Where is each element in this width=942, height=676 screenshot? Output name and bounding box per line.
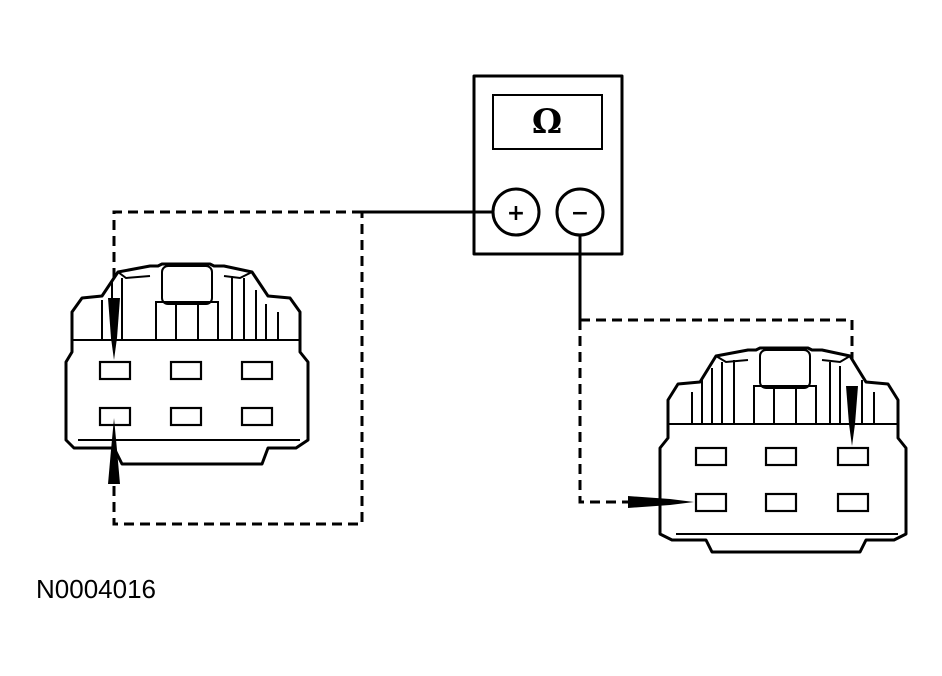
left-slot-6	[240, 406, 274, 427]
right-slot-5	[764, 492, 798, 513]
negative-terminal-label: −	[571, 201, 589, 226]
left-slot-4	[98, 406, 132, 427]
left-connector-latch	[161, 265, 213, 305]
right-connector	[578, 318, 908, 554]
right-slot-3	[836, 446, 870, 467]
left-connector-latch-block	[155, 301, 219, 341]
left-probe-top-arrow	[108, 298, 120, 360]
left-probe-bottom-arrow	[108, 418, 120, 484]
right-probe-dashed-lead	[578, 318, 854, 504]
right-slot-6	[836, 492, 870, 513]
positive-terminal-label: +	[507, 201, 525, 226]
right-slot-2	[764, 446, 798, 467]
right-connector-latch-block	[753, 385, 817, 425]
figure-id: N0004016	[36, 574, 156, 604]
left-connector	[64, 210, 364, 526]
left-slot-5	[169, 406, 203, 427]
meter-display	[492, 94, 603, 150]
right-connector-latch	[759, 349, 811, 389]
test-leads	[362, 210, 582, 320]
right-probe-top-arrow	[846, 386, 858, 446]
meter-display-symbol: Ω	[532, 102, 562, 142]
left-slot-2	[169, 360, 203, 381]
right-slot-1	[694, 446, 728, 467]
right-probe-side-arrow	[628, 496, 694, 508]
meter-body	[472, 74, 624, 256]
ohmmeter: Ω + −	[472, 74, 624, 256]
left-slot-3	[240, 360, 274, 381]
right-slot-4	[694, 492, 728, 513]
left-probe-dashed-lead	[112, 210, 364, 526]
left-slot-1	[98, 360, 132, 381]
